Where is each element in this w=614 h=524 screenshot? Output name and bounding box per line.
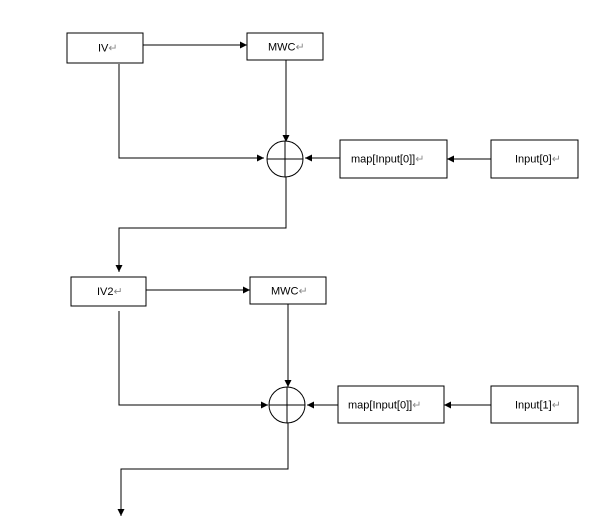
iv2-label: IV2 xyxy=(97,286,114,298)
input-label: Input[1] xyxy=(515,400,552,412)
map-box: map[Input[0]]↵ xyxy=(337,385,445,424)
iv2-to-xor-arrow xyxy=(118,311,268,409)
svg-text:Input[1]↵: Input[1]↵ xyxy=(515,400,561,412)
svg-text:IV↵: IV↵ xyxy=(98,43,118,55)
stage-2: IV2↵ MWC↵ map[Input[0]]↵ Input[1]↵ xyxy=(70,276,579,516)
mwc-label: MWC xyxy=(268,42,296,54)
paragraph-mark-icon: ↵ xyxy=(415,154,424,166)
svg-text:map[Input[0]]↵: map[Input[0]]↵ xyxy=(348,400,421,412)
svg-text:IV2↵: IV2↵ xyxy=(97,286,123,298)
paragraph-mark-icon: ↵ xyxy=(296,42,305,54)
paragraph-mark-icon: ↵ xyxy=(412,400,421,412)
xor-icon xyxy=(268,386,306,424)
input-label: Input[0] xyxy=(515,154,552,166)
map-box: map[Input[0]]↵ xyxy=(339,139,448,179)
paragraph-mark-icon: ↵ xyxy=(552,400,561,412)
mwc-label: MWC xyxy=(271,286,299,298)
svg-text:MWC↵: MWC↵ xyxy=(268,42,305,54)
svg-text:Input[0]↵: Input[0]↵ xyxy=(515,154,561,166)
map-label: map[Input[0]] xyxy=(348,400,412,412)
paragraph-mark-icon: ↵ xyxy=(108,43,117,55)
paragraph-mark-icon: ↵ xyxy=(552,154,561,166)
iv-label: IV xyxy=(98,43,109,55)
iv-to-xor-arrow xyxy=(118,64,264,162)
svg-text:MWC↵: MWC↵ xyxy=(271,286,308,298)
iv2-box: IV2↵ xyxy=(70,276,147,307)
svg-text:map[Input[0]]↵: map[Input[0]]↵ xyxy=(351,154,424,166)
xor-output-arrow xyxy=(117,423,289,516)
paragraph-mark-icon: ↵ xyxy=(114,286,123,298)
paragraph-mark-icon: ↵ xyxy=(299,286,308,298)
stage-1: IV↵ MWC↵ map[Input[0]]↵ Input[0]↵ xyxy=(66,32,579,272)
input-box: Input[0]↵ xyxy=(490,139,579,179)
xor-icon xyxy=(266,140,304,178)
iv-box: IV↵ xyxy=(66,32,144,64)
xor-to-iv2-arrow xyxy=(115,177,287,272)
mwc-box: MWC↵ xyxy=(249,276,327,305)
map-label: map[Input[0]] xyxy=(351,154,415,166)
input-box: Input[1]↵ xyxy=(490,385,579,424)
mwc-box: MWC↵ xyxy=(246,32,324,61)
